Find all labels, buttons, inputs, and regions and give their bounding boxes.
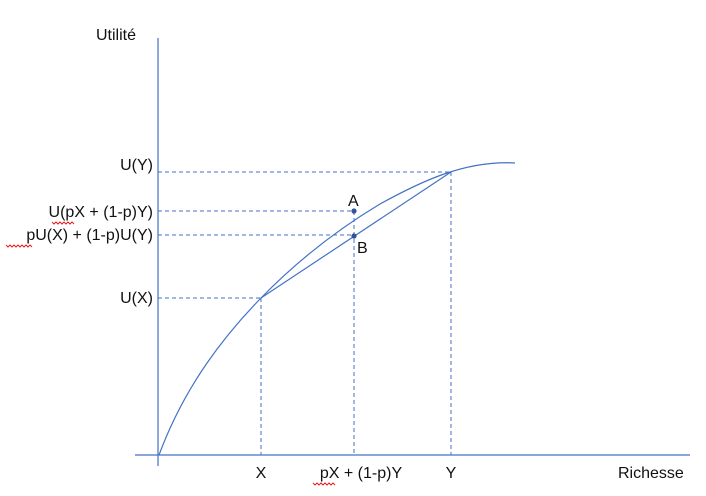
spellcheck-underline-mix: [312, 482, 336, 486]
y-tick-expected-utility: pU(X) + (1-p)U(Y): [26, 227, 153, 244]
y-tick-upxy: U(pX + (1-p)Y): [49, 204, 153, 221]
y-tick-ux: U(X): [120, 290, 153, 307]
y-axis-label: Utilité: [96, 27, 136, 44]
spellcheck-underline-expected-utility: [5, 244, 33, 248]
spellcheck-underline-upxy: [51, 221, 75, 225]
point-b: [351, 233, 357, 239]
point-b-label: B: [357, 240, 368, 257]
x-axis-label: Richesse: [618, 465, 684, 482]
x-tick-x: X: [256, 465, 267, 482]
x-tick-y: Y: [446, 465, 457, 482]
point-a: [351, 208, 357, 214]
x-tick-mix: pX + (1-p)Y: [320, 465, 403, 482]
utility-curve: [158, 162, 516, 456]
y-tick-uy: U(Y): [120, 157, 153, 174]
point-a-label: A: [348, 193, 359, 210]
